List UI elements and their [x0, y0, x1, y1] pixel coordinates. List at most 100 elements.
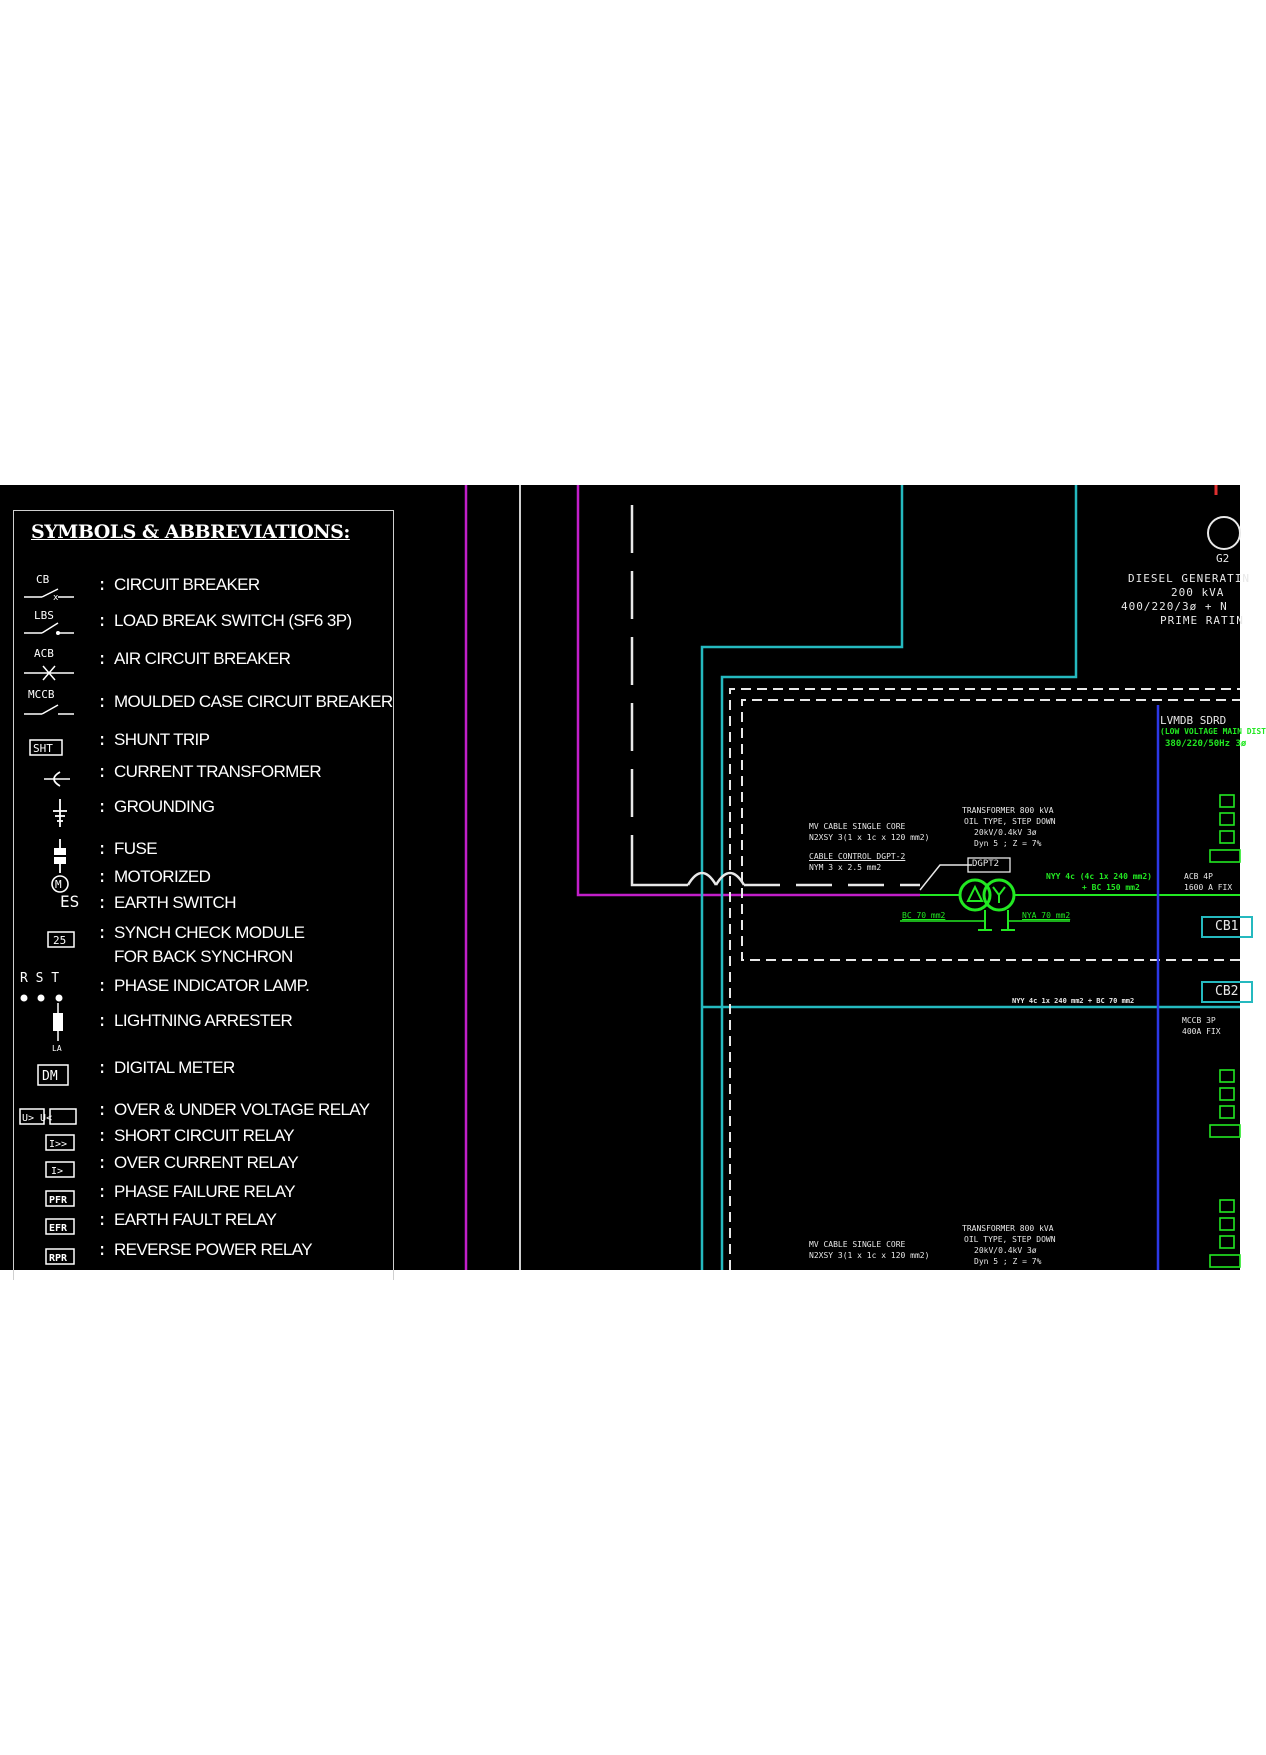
legend-colon: :: [97, 762, 108, 782]
air-circuit-breaker-icon: ACB: [24, 647, 74, 681]
legend-label: MOTORIZED: [114, 867, 211, 886]
circuit-breaker-icon: CB x: [24, 573, 74, 603]
outgoing-feeders-upper: [1209, 794, 1241, 863]
legend-row-current-transformer: : CURRENT TRANSFORMER: [14, 758, 395, 787]
control-cable-label-2: NYM 3 x 2.5 mm2: [809, 863, 882, 872]
bc-cable-label: BC 70 mm2: [902, 911, 946, 920]
voltage-relay-icon: U> U<: [19, 1108, 77, 1125]
cyan-feeder-1: [700, 485, 904, 1270]
legend-label: EARTH SWITCH: [114, 893, 236, 912]
current-transformer-icon: [44, 771, 70, 787]
generator-desc-3: 400/220/3ø + N: [1121, 600, 1228, 613]
svg-text:U> U<: U> U<: [22, 1113, 52, 1124]
lower-mv-cable-label-2: N2XSY 3(1 x 1c x 120 mm2): [809, 1251, 930, 1260]
legend-label: CIRCUIT BREAKER: [114, 575, 260, 594]
svg-text:RPR: RPR: [49, 1253, 68, 1264]
shunt-trip-icon: SHT: [29, 739, 63, 756]
svg-text:M: M: [55, 878, 62, 891]
legend-label: LOAD BREAK SWITCH (SF6 3P): [114, 611, 352, 630]
svg-text:MCCB: MCCB: [28, 688, 55, 701]
legend-colon: :: [97, 611, 108, 631]
svg-text:CB: CB: [36, 573, 50, 586]
lvmdb-rating: 380/220/50Hz 3ø: [1165, 739, 1247, 749]
generator-symbol: [1207, 516, 1241, 550]
legend-label: SHORT CIRCUIT RELAY: [114, 1126, 295, 1145]
nya-cable-label: NYA 70 mm2: [1022, 911, 1071, 920]
transformer-label-1: TRANSFORMER 800 kVA: [962, 806, 1054, 815]
mv-cable-label-2: N2XSY 3(1 x 1c x 120 mm2): [809, 833, 930, 842]
mccb-icon: MCCB: [24, 688, 74, 715]
svg-text:PFR: PFR: [49, 1195, 68, 1206]
legend-label: EARTH FAULT RELAY: [114, 1210, 277, 1229]
svg-text:EFR: EFR: [49, 1223, 68, 1234]
legend-colon: :: [97, 923, 108, 943]
legend-row-over-current-relay: I> : OVER CURRENT RELAY: [14, 1149, 395, 1178]
legend-label: LIGHTNING ARRESTER: [114, 1011, 293, 1030]
svg-text:25: 25: [53, 934, 66, 947]
control-cable-label-1: CABLE CONTROL DGPT-2: [809, 852, 906, 861]
dashed-outer-boundary: [729, 688, 1240, 1270]
outgoing-feeders-middle: [1209, 1069, 1241, 1138]
load-break-switch-icon: LBS: [24, 609, 74, 635]
legend-colon: :: [97, 893, 108, 913]
wye-symbol: [992, 886, 1006, 903]
mccb-label-2: 400A FIX: [1182, 1027, 1221, 1036]
legend-row-digital-meter: DM : DIGITAL METER: [14, 1054, 395, 1086]
synch-check-icon: 25: [47, 931, 75, 948]
svg-text:ACB: ACB: [34, 647, 54, 660]
cable-crossover-1: [686, 871, 718, 886]
acb-label-1: ACB 4P: [1184, 872, 1213, 881]
legend-label: OVER & UNDER VOLTAGE RELAY: [114, 1100, 370, 1119]
legend-row-load-break-switch: LBS : LOAD BREAK SWITCH (SF6 3P): [14, 607, 395, 635]
legend-label-continued: FOR BACK SYNCHRON: [114, 947, 293, 966]
svg-text:SHT: SHT: [33, 742, 53, 755]
legend-colon: :: [97, 1011, 108, 1031]
legend-row-earth-fault-relay: EFR : EARTH FAULT RELAY: [14, 1206, 395, 1235]
legend-panel: SYMBOLS & ABBREVIATIONS: CB x : CIRCUIT …: [13, 510, 394, 1280]
svg-text:LBS: LBS: [34, 609, 54, 622]
transformer-label-2: OIL TYPE, STEP DOWN: [964, 817, 1056, 826]
legend-label: GROUNDING: [114, 797, 215, 816]
lower-transformer-label-3: 20kV/0.4kV 3ø: [974, 1246, 1037, 1255]
generator-desc-2: 200 kVA: [1171, 586, 1225, 599]
lightning-arrester-icon: LA: [52, 1003, 63, 1053]
lower-transformer-label-1: TRANSFORMER 800 kVA: [962, 1224, 1054, 1233]
cable-crossover-2: [714, 871, 746, 886]
svg-text:I>>: I>>: [49, 1139, 67, 1150]
cyan-feeder-2: [720, 485, 1078, 1270]
outgoing-feeders-lower: [1209, 1199, 1241, 1268]
legend-colon: :: [97, 1182, 108, 1202]
lvmdb-title: LVMDB SDRD: [1160, 714, 1227, 727]
cb2-label: CB2: [1215, 984, 1239, 999]
legend-label: SYNCH CHECK MODULE: [114, 923, 305, 942]
legend-row-air-circuit-breaker: ACB : AIR CIRCUIT BREAKER: [14, 645, 395, 681]
legend-colon: :: [97, 692, 108, 712]
cb1-label: CB1: [1215, 919, 1239, 934]
delta-symbol: [966, 884, 984, 902]
lower-transformer-label-2: OIL TYPE, STEP DOWN: [964, 1235, 1056, 1244]
legend-row-grounding: : GROUNDING: [14, 793, 395, 827]
legend-label: MOULDED CASE CIRCUIT BREAKER: [114, 692, 393, 711]
magenta-mv-feeder: [576, 485, 920, 897]
legend-label: PHASE FAILURE RELAY: [114, 1182, 296, 1201]
legend-colon: :: [97, 1153, 108, 1173]
legend-label: FUSE: [114, 839, 158, 858]
legend-label: AIR CIRCUIT BREAKER: [114, 649, 291, 668]
phase-failure-relay-icon: PFR: [45, 1190, 75, 1207]
legend-row-fuse: : FUSE: [14, 835, 395, 873]
control-cable-bend: [630, 855, 688, 887]
phase-indicator-icon: R S T: [20, 971, 63, 1002]
short-circuit-relay-icon: I>>: [45, 1134, 75, 1151]
legend-colon: :: [97, 730, 108, 750]
legend-colon: :: [97, 976, 108, 996]
legend-row-phase-failure-relay: PFR : PHASE FAILURE RELAY: [14, 1178, 395, 1207]
legend-row-phase-indicator: R S T : PHASE INDICATOR LAMP.: [14, 971, 395, 1002]
over-current-relay-icon: I>: [45, 1161, 75, 1178]
motor-icon: M: [51, 875, 69, 893]
legend-colon: :: [97, 1058, 108, 1078]
acb-label-2: 1600 A FIX: [1184, 883, 1233, 892]
svg-text:I>: I>: [51, 1166, 63, 1177]
reverse-power-relay-icon: RPR: [45, 1248, 75, 1265]
legend-colon: :: [97, 649, 108, 669]
legend-row-short-circuit-relay: I>> : SHORT CIRCUIT RELAY: [14, 1122, 395, 1151]
